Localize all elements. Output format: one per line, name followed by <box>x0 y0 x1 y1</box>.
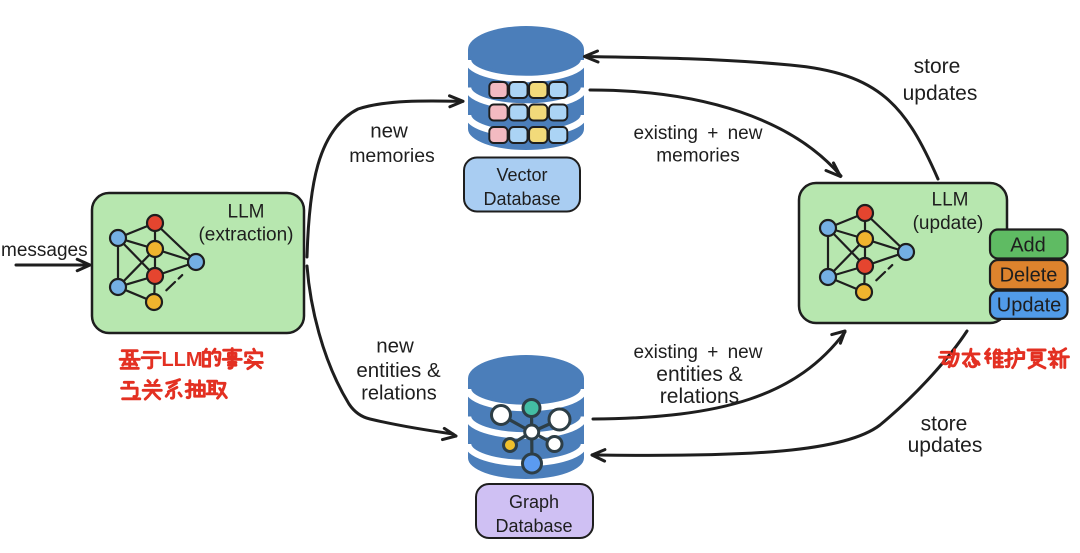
svg-text:new: new <box>376 335 414 358</box>
svg-text:Database: Database <box>483 189 560 209</box>
svg-text:memories: memories <box>656 146 739 167</box>
svg-text:existing + new: existing + new <box>634 123 763 144</box>
svg-text:updates: updates <box>903 82 978 105</box>
svg-text:Update: Update <box>997 295 1062 317</box>
svg-text:memories: memories <box>349 145 435 167</box>
svg-text:Add: Add <box>1010 235 1046 257</box>
svg-text:relations: relations <box>361 383 437 405</box>
svg-text:(update): (update) <box>913 213 984 234</box>
svg-text:LLM: LLM <box>228 202 265 223</box>
svg-text:entities &: entities & <box>656 363 742 386</box>
svg-text:new: new <box>370 120 408 143</box>
svg-text:store: store <box>914 55 961 78</box>
svg-text:Vector: Vector <box>496 165 547 185</box>
svg-text:LLM: LLM <box>161 349 202 371</box>
svg-text:messages: messages <box>1 240 88 261</box>
svg-text:updates: updates <box>908 434 983 457</box>
svg-text:Graph: Graph <box>509 492 559 512</box>
svg-text:relations: relations <box>660 385 739 408</box>
svg-text:store: store <box>921 413 968 436</box>
svg-text:existing + new: existing + new <box>634 342 763 363</box>
svg-text:Delete: Delete <box>1000 265 1058 287</box>
svg-text:Database: Database <box>495 516 572 536</box>
svg-text:LLM: LLM <box>932 190 969 211</box>
svg-text:(extraction): (extraction) <box>198 225 293 246</box>
svg-text:entities &: entities & <box>356 359 441 382</box>
